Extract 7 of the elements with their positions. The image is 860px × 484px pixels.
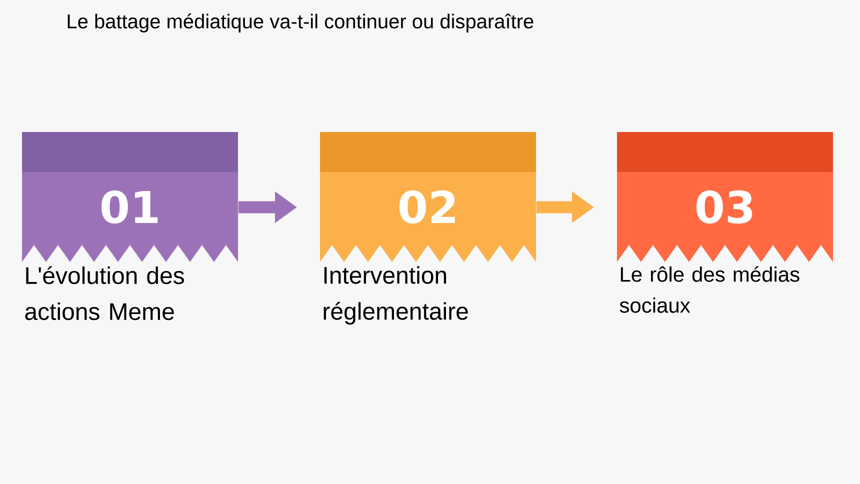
banner: 03 <box>617 132 833 262</box>
banner-caption: L'évolution des actions Meme <box>25 266 184 320</box>
banner-caption: Intervention réglementaire <box>324 266 468 325</box>
title: Le battage médiatique va-t-il continuer ou disparaître <box>68 14 534 32</box>
banner-caption: Le rôle des médias sociaux <box>620 266 800 313</box>
banner: 02 <box>320 132 536 262</box>
banner: 01 <box>22 132 238 262</box>
